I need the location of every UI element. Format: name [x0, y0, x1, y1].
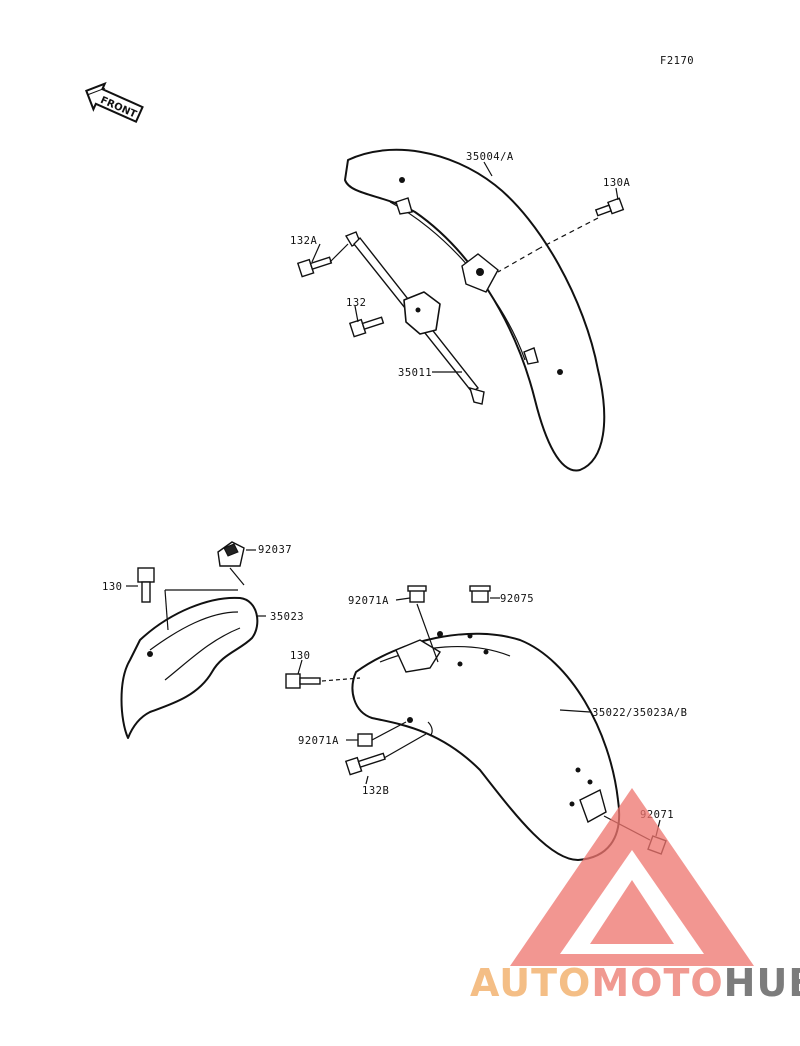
- callout-35022: 35022/35023A/B: [592, 707, 688, 719]
- bolt-130a-icon: [594, 197, 625, 217]
- bolt-132b-icon: [344, 752, 386, 776]
- bolt-130-upper-icon: [137, 567, 155, 603]
- grommet-92071a-top-icon: [407, 585, 427, 603]
- callout-35004a: 35004/A: [466, 151, 514, 163]
- watermark-moto: MOTO: [591, 961, 723, 1005]
- callout-132b: 132B: [362, 785, 389, 797]
- callout-35023: 35023: [270, 611, 304, 623]
- svg-text:AUTOMOTOHUB: AUTOMOTOHUB: [470, 961, 800, 1005]
- callout-92075: 92075: [500, 593, 534, 605]
- callout-130-upper: 130: [102, 581, 122, 593]
- watermark-hub: HUB: [724, 961, 800, 1005]
- grommet-92075-icon: [469, 585, 491, 603]
- callout-130a: 130A: [603, 177, 630, 189]
- grommet-92071a-low-icon: [357, 733, 373, 747]
- callout-35011: 35011: [398, 367, 432, 379]
- callout-92071a-low: 92071A: [298, 735, 339, 747]
- callout-130-middle: 130: [290, 650, 310, 662]
- callout-92037: 92037: [258, 544, 292, 556]
- bolt-130-middle-icon: [285, 673, 321, 689]
- watermark-logo: AUTOMOTOHUB: [470, 788, 800, 1005]
- front-direction-arrow: FRONT: [85, 81, 144, 124]
- front-fender-35004a: [344, 148, 606, 472]
- clip-92037-icon: [217, 541, 245, 567]
- callout-132a: 132A: [290, 235, 317, 247]
- bolt-132-icon: [348, 316, 385, 338]
- figure-code: F2170: [660, 55, 694, 67]
- callout-92071a-top: 92071A: [348, 595, 389, 607]
- callout-132: 132: [346, 297, 366, 309]
- fender-stay-35011: [344, 231, 485, 405]
- fender-cover-35023: [120, 589, 259, 739]
- watermark-auto: AUTO: [470, 961, 591, 1005]
- bolt-132a-icon: [296, 256, 333, 278]
- rear-fender-35022: [351, 631, 621, 861]
